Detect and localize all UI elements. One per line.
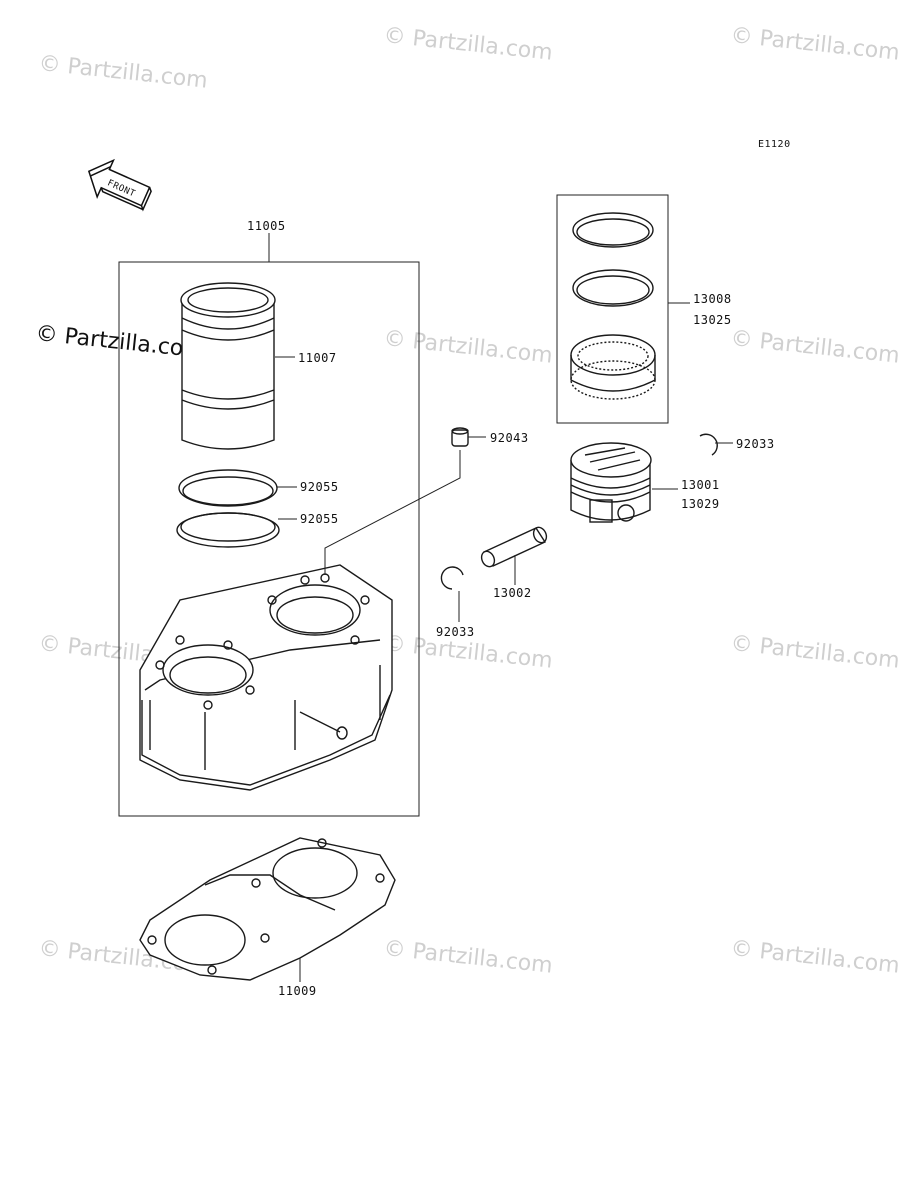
piston <box>570 442 652 523</box>
base-gasket <box>139 837 396 981</box>
label-11009: 11009 <box>278 984 317 998</box>
label-11007: 11007 <box>298 351 337 365</box>
dowel-pin <box>451 427 469 447</box>
label-11005: 11005 <box>247 219 286 233</box>
oil-ring <box>570 334 656 400</box>
watermark: © Partzilla.com <box>729 326 900 369</box>
label-92033-right: 92033 <box>736 437 775 451</box>
o-ring-lower <box>176 512 280 548</box>
label-13025: 13025 <box>693 313 732 327</box>
label-13008: 13008 <box>693 292 732 306</box>
label-13002: 13002 <box>493 586 532 600</box>
label-92055-lower: 92055 <box>300 512 339 526</box>
piston-ring-top <box>572 212 654 248</box>
circlip-left <box>440 566 464 590</box>
watermarks: © Partzilla.com © Partzilla.com © Partzi… <box>34 23 900 979</box>
watermark: © Partzilla.com <box>382 326 553 369</box>
ring-set-frame <box>556 194 669 424</box>
watermark-dark: © Partzilla.com <box>34 321 205 364</box>
label-92033-left: 92033 <box>436 625 475 639</box>
label-13029: 13029 <box>681 497 720 511</box>
watermark: © Partzilla.com <box>729 631 900 674</box>
watermark: © Partzilla.com <box>382 23 553 66</box>
front-arrow-icon: FRONT <box>87 158 152 212</box>
piston-pin <box>480 526 548 568</box>
watermark: © Partzilla.com <box>729 23 900 66</box>
label-92055-upper: 92055 <box>300 480 339 494</box>
label-92043: 92043 <box>490 431 529 445</box>
diagram-code: E1120 <box>758 139 791 150</box>
watermark: © Partzilla.com <box>37 51 208 94</box>
o-ring-upper <box>178 469 278 507</box>
label-13001: 13001 <box>681 478 720 492</box>
watermark: © Partzilla.com <box>729 936 900 979</box>
circlip-right <box>699 433 718 456</box>
watermark: © Partzilla.com <box>382 936 553 979</box>
cylinder-block <box>139 564 393 791</box>
cylinder-sleeve <box>180 282 276 450</box>
leader-line <box>324 450 461 575</box>
piston-ring-second <box>572 269 654 307</box>
